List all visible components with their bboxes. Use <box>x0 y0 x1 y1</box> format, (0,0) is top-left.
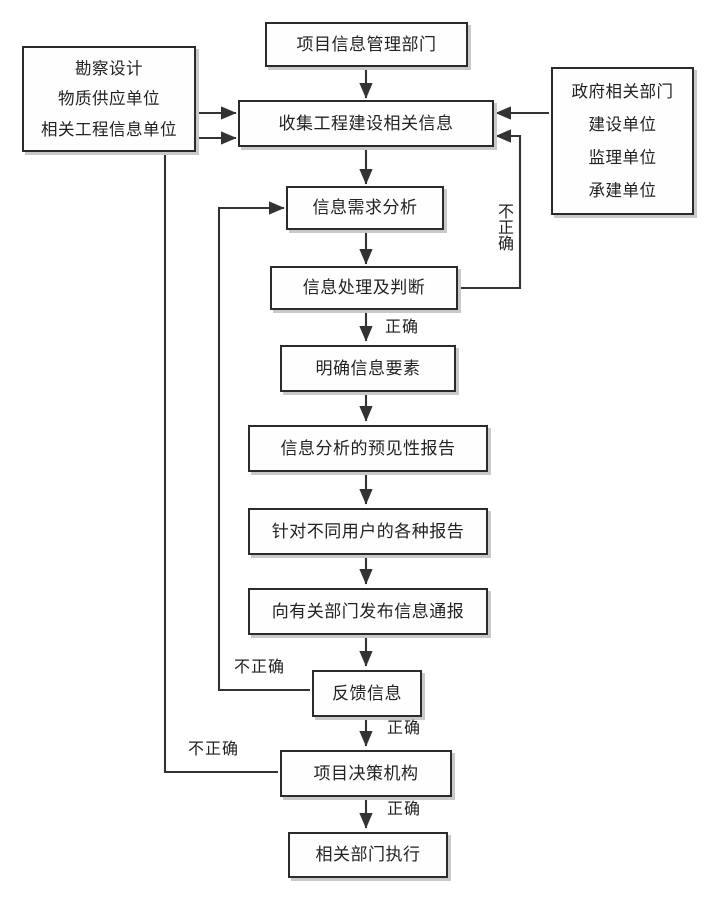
node-label-line-1: 勘察设计 <box>75 58 143 78</box>
node-label-line-1: 政府相关部门 <box>571 81 674 101</box>
node-label: 相关部门执行 <box>315 845 421 865</box>
node-label: 向有关部门发布信息通报 <box>271 601 465 621</box>
node-label: 针对不同用户的各种报告 <box>271 521 465 541</box>
node-label-line-2: 建设单位 <box>588 114 657 134</box>
node-label: 明确信息要素 <box>315 358 421 378</box>
node-label: 信息处理及判断 <box>302 278 426 298</box>
node-feedback-information[interactable]: 反馈信息 <box>312 670 422 717</box>
edge-label-correct-process: 正确 <box>385 319 420 336</box>
node-clarify-information-elements[interactable]: 明确信息要素 <box>280 345 456 392</box>
node-project-info-management-dept[interactable]: 项目信息管理部门 <box>265 22 468 67</box>
edge-label-incorrect-feedback: 不正确 <box>234 659 286 676</box>
node-publish-information-bulletin[interactable]: 向有关部门发布信息通报 <box>248 588 488 635</box>
node-left-information-sources[interactable]: 勘察设计 物质供应单位 相关工程信息单位 <box>22 46 196 152</box>
edge-label-correct-decision: 正确 <box>387 801 422 818</box>
node-label-line-4: 承建单位 <box>588 180 657 200</box>
node-information-processing-judgment[interactable]: 信息处理及判断 <box>270 266 458 310</box>
node-collect-construction-information[interactable]: 收集工程建设相关信息 <box>238 100 494 147</box>
edge-label-correct-feedback: 正确 <box>387 720 422 737</box>
node-label: 项目决策机构 <box>313 763 419 783</box>
node-label-line-3: 监理单位 <box>588 147 657 167</box>
node-label: 收集工程建设相关信息 <box>278 113 454 133</box>
edge-label-incorrect-decision: 不正确 <box>188 741 240 758</box>
node-information-demand-analysis[interactable]: 信息需求分析 <box>286 186 444 230</box>
node-relevant-dept-execution[interactable]: 相关部门执行 <box>288 832 448 878</box>
node-predictive-analysis-report[interactable]: 信息分析的预见性报告 <box>248 425 488 472</box>
node-label-line-2: 物质供应单位 <box>58 89 160 109</box>
node-reports-for-different-users[interactable]: 针对不同用户的各种报告 <box>248 508 488 555</box>
node-label: 信息需求分析 <box>312 198 418 218</box>
node-project-decision-body[interactable]: 项目决策机构 <box>280 750 452 797</box>
node-label: 信息分析的预见性报告 <box>280 438 456 458</box>
node-label: 项目信息管理部门 <box>296 34 437 54</box>
edge-label-incorrect-process: 不正确 <box>495 203 512 251</box>
node-label: 反馈信息 <box>332 683 402 703</box>
node-right-information-sources[interactable]: 政府相关部门 建设单位 监理单位 承建单位 <box>551 67 694 215</box>
node-label-line-3: 相关工程信息单位 <box>41 120 177 140</box>
